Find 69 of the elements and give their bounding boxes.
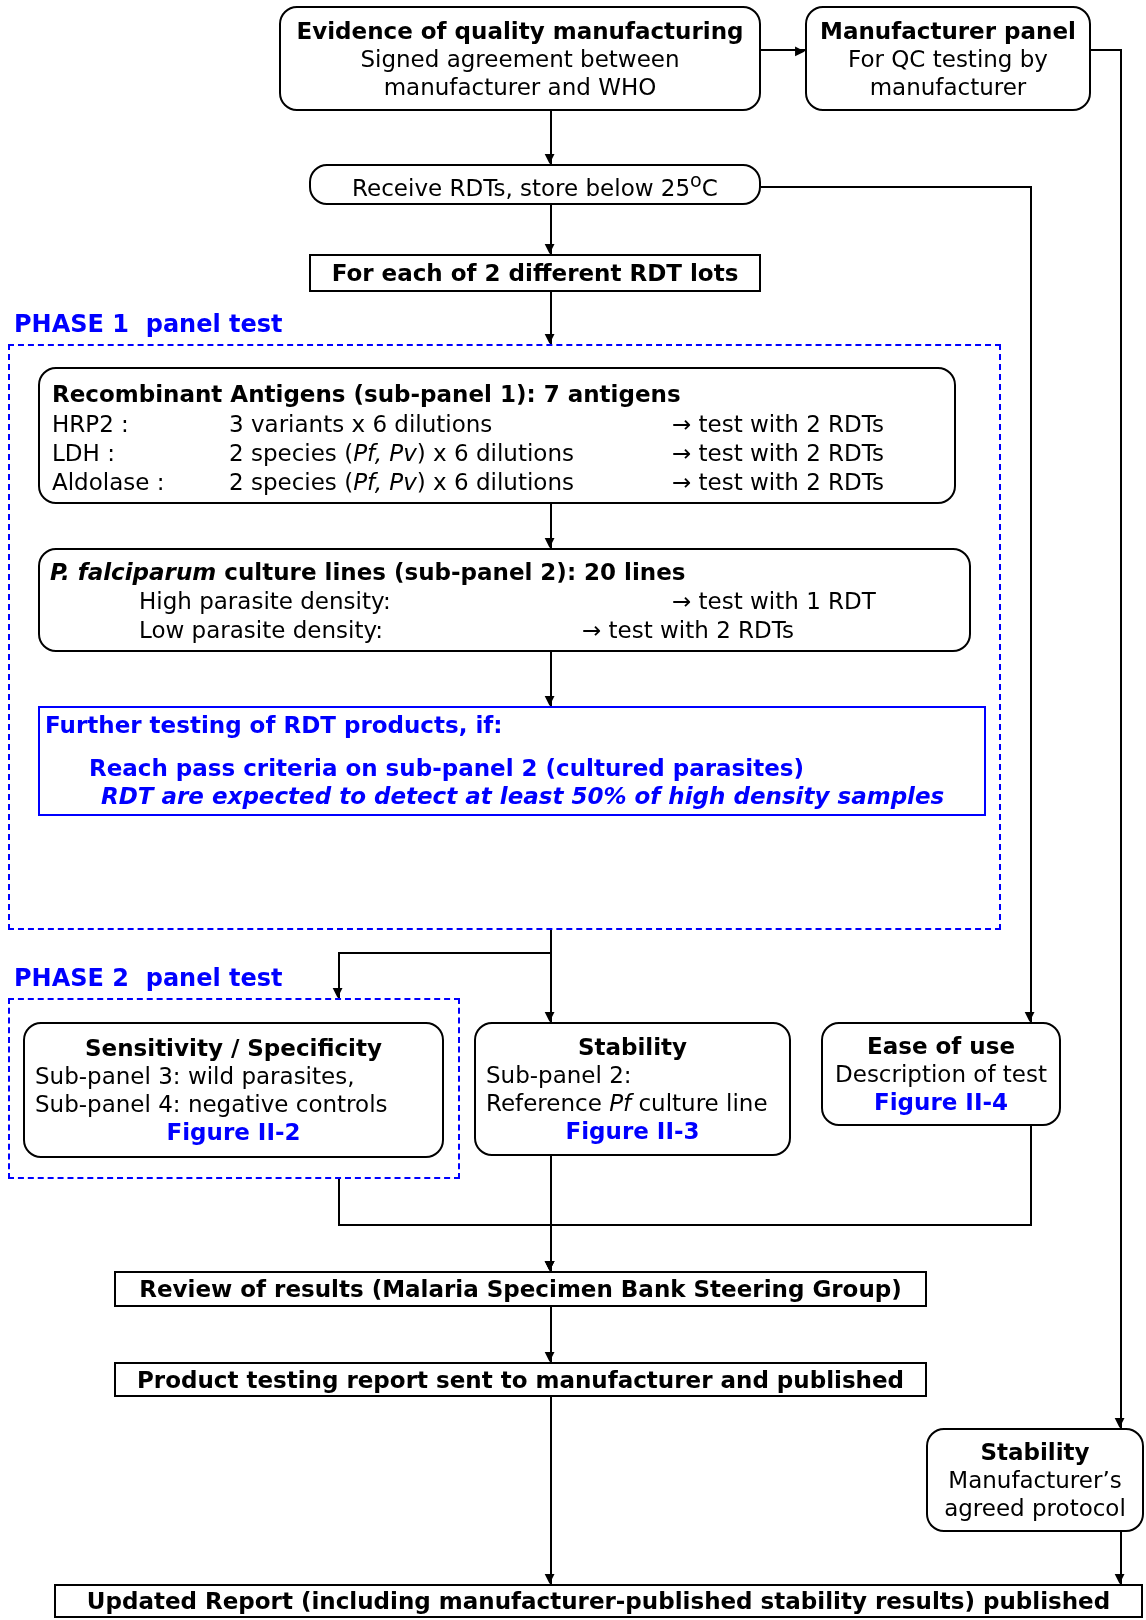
arrow	[1090, 49, 1125, 1429]
figure-reference: Figure II-4	[873, 1088, 1008, 1116]
box-text: LDH :	[52, 439, 115, 468]
box-text: 3 variants x 6 dilutions	[229, 410, 493, 439]
box-text: 2 species (Pf, Pv) x 6 dilutions	[229, 468, 574, 497]
process-box	[54, 1584, 1143, 1618]
box-heading: Ease of use	[867, 1032, 1015, 1060]
criteria-box	[38, 706, 986, 816]
arrow	[544, 291, 555, 345]
box-text: 2 species (Pf, Pv) x 6 dilutions	[229, 439, 574, 468]
arrow	[544, 503, 555, 549]
process-box	[38, 548, 971, 652]
box-heading: Recombinant Antigens (sub-panel 1): 7 antigens	[52, 380, 681, 409]
process-box	[114, 1362, 927, 1397]
box-text: → test with 2 RDTs	[672, 468, 885, 497]
box-text: Manufacturer’s agreed protocol	[943, 1466, 1127, 1522]
box-text: Sub-panel 2:	[485, 1061, 632, 1089]
box-heading: Further testing of RDT products, if:	[45, 711, 503, 740]
arrow	[544, 651, 555, 707]
box-text: Aldolase :	[52, 468, 165, 497]
box-text: Description of test	[835, 1060, 1047, 1088]
arrow	[760, 186, 1035, 1023]
box-text: → test with 2 RDTs	[582, 616, 795, 645]
arrow	[544, 204, 555, 255]
arrow	[1114, 1531, 1125, 1585]
box-heading: Manufacturer panel	[820, 16, 1076, 45]
process-box	[926, 1428, 1144, 1532]
arrow	[544, 1396, 555, 1585]
box-text: Signed agreement between manufacturer and WHO	[359, 44, 681, 101]
box-heading: Product testing report sent to manufacturer and published	[136, 1365, 905, 1394]
box-heading: Stability	[577, 1033, 688, 1061]
figure-reference: Figure II-2	[166, 1118, 301, 1146]
box-heading: Evidence of quality manufacturing	[296, 16, 744, 45]
box-text: Sub-panel 3: wild parasites,	[34, 1062, 355, 1090]
figure-reference: Figure II-3	[565, 1117, 700, 1145]
box-text: High parasite density:	[139, 587, 391, 616]
process-box	[309, 254, 761, 292]
box-heading: Sensitivity / Specificity	[85, 1034, 382, 1062]
arrow	[760, 46, 806, 57]
phase-heading: PHASE 1 panel test	[14, 310, 283, 338]
box-text: Low parasite density:	[139, 616, 384, 645]
box-heading: Updated Report (including manufacturer-published stability results) published	[86, 1587, 1111, 1615]
box-text: Reach pass criteria on sub-panel 2 (cultured parasites)	[89, 754, 804, 783]
box-text: → test with 2 RDTs	[672, 439, 885, 468]
arrow	[544, 1125, 1032, 1272]
process-box	[474, 1022, 791, 1156]
box-text: HRP2 :	[52, 410, 129, 439]
box-text: Reference Pf culture line	[485, 1089, 768, 1117]
box-text: For QC testing by manufacturer	[847, 44, 1049, 101]
phase-heading: PHASE 2 panel test	[14, 964, 283, 992]
arrow	[544, 1306, 555, 1363]
box-heading: P. falciparum culture lines (sub-panel 2): 20 lines	[50, 558, 686, 587]
process-box	[309, 164, 761, 205]
box-text: Receive RDTs, store below 25$^{o}$C	[352, 168, 718, 202]
process-box	[38, 367, 956, 504]
box-text: Sub-panel 4: negative controls	[34, 1090, 388, 1118]
box-text: → test with 1 RDT	[672, 587, 876, 616]
arrow	[544, 110, 555, 165]
box-heading: Stability	[980, 1438, 1090, 1466]
box-text: RDT are expected to detect at least 50% of high density samples	[101, 782, 945, 811]
process-box	[23, 1022, 444, 1158]
process-box	[114, 1271, 927, 1307]
process-box	[805, 6, 1091, 111]
box-heading: Review of results (Malaria Specimen Bank Steering Group)	[139, 1275, 902, 1303]
box-heading: For each of 2 different RDT lots	[331, 259, 739, 287]
process-box	[279, 6, 761, 111]
process-box	[821, 1022, 1061, 1126]
box-text: → test with 2 RDTs	[672, 410, 885, 439]
arrow	[544, 929, 555, 1023]
